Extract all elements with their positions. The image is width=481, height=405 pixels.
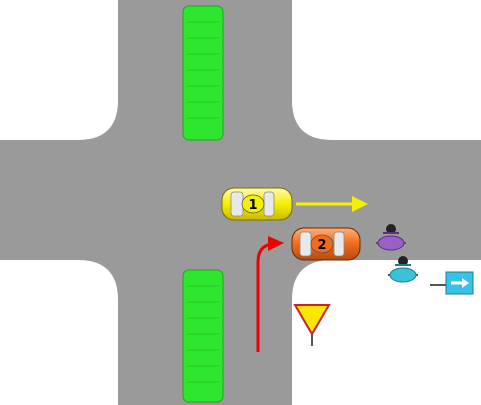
median-north <box>183 6 223 140</box>
car-2-label: 2 <box>317 238 326 253</box>
car-2: 2 <box>292 228 360 260</box>
yield-sign <box>295 305 329 346</box>
median-south <box>183 270 223 402</box>
car-1: 1 <box>222 188 292 220</box>
car-1-label: 1 <box>248 198 257 213</box>
direction-sign <box>430 272 473 294</box>
yield-triangle-icon <box>295 305 329 334</box>
